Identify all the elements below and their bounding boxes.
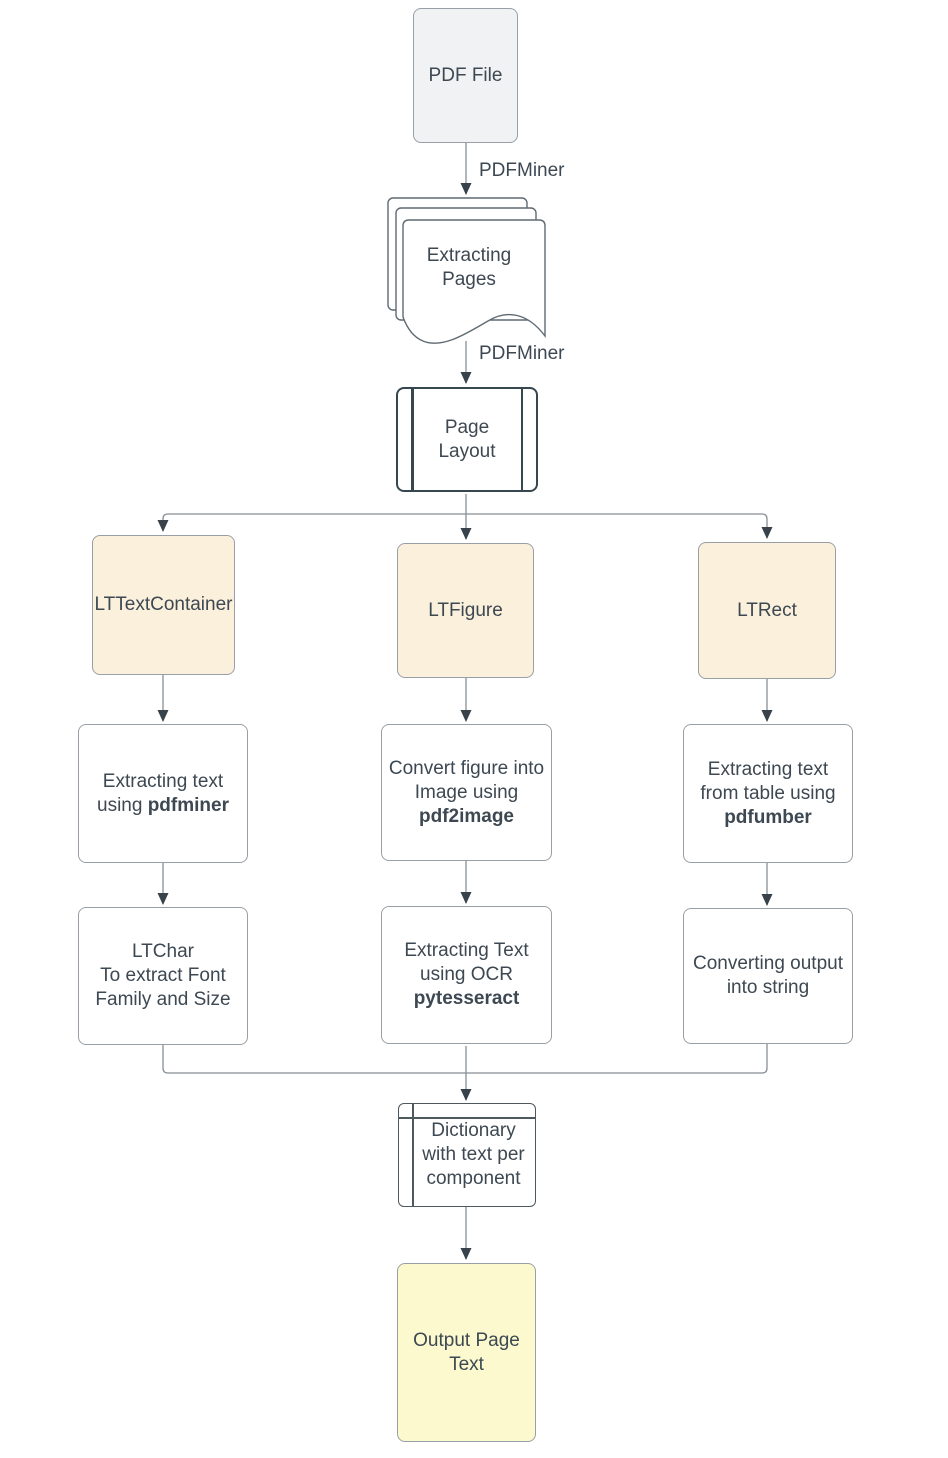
node-ltchar: LTChar To extract Font Family and Size bbox=[78, 907, 248, 1045]
node-extract-table: Extracting text from table using pdfumbe… bbox=[683, 724, 853, 863]
ltfigure-label: LTFigure bbox=[428, 599, 503, 621]
ltrect-label: LTRect bbox=[737, 599, 797, 621]
node-convert-output: Converting output into string bbox=[683, 908, 853, 1044]
lttextcontainer-label: LTTextContainer bbox=[94, 594, 233, 615]
extract-table-line3-bold: pdfumber bbox=[724, 806, 812, 828]
dictionary-left-line bbox=[412, 1104, 414, 1206]
node-ocr: Extracting Text using OCR pytesseract bbox=[381, 906, 552, 1044]
extract-table-line1: Extracting text bbox=[707, 758, 829, 780]
page-layout-line1: Page bbox=[444, 416, 490, 438]
node-output-page-text: Output Page Text bbox=[397, 1263, 536, 1442]
node-pdf-file: PDF File bbox=[413, 8, 518, 143]
page-sheet-front bbox=[402, 219, 546, 344]
output-line1: Output Page bbox=[413, 1329, 520, 1351]
convert-figure-line3-bold: pdf2image bbox=[418, 805, 515, 827]
page-layout-line2: Layout bbox=[438, 440, 496, 462]
extracting-pages-line1: Extracting bbox=[426, 245, 512, 266]
dictionary-line3: component bbox=[426, 1168, 521, 1189]
extract-text-line2: using pdfminer bbox=[97, 794, 229, 818]
node-dictionary: Dictionary with text per component bbox=[398, 1103, 536, 1207]
ltchar-line2: To extract Font bbox=[100, 965, 226, 986]
edge-merge-horizontal bbox=[162, 1044, 768, 1074]
convert-output-line2: into string bbox=[726, 977, 810, 998]
dictionary-line1: Dictionary bbox=[431, 1120, 516, 1141]
extract-table-line2: from table using bbox=[700, 782, 836, 804]
node-convert-figure: Convert figure into Image using pdf2imag… bbox=[381, 724, 552, 861]
extracting-pages-shape bbox=[387, 197, 546, 344]
convert-output-line1: Converting output bbox=[693, 953, 843, 974]
edge-label-pdfminer-bottom: PDFMiner bbox=[479, 343, 565, 364]
dictionary-top-line bbox=[399, 1117, 535, 1119]
node-lttextcontainer: LTTextContainer bbox=[92, 535, 235, 675]
node-extracting-pages-label: Extracting Pages bbox=[399, 244, 539, 292]
convert-figure-line2: Image using bbox=[414, 781, 519, 803]
ocr-line1: Extracting Text bbox=[404, 940, 529, 961]
page-layout-right-bar bbox=[520, 389, 523, 490]
extracting-pages-line2: Pages bbox=[442, 269, 496, 290]
ltchar-line1: LTChar bbox=[132, 941, 194, 962]
convert-figure-line1: Convert figure into bbox=[388, 757, 545, 779]
ocr-line3-bold: pytesseract bbox=[413, 988, 520, 1009]
ocr-line2: using OCR bbox=[420, 964, 513, 985]
edge-pagelayout-to-lttextcontainer bbox=[157, 513, 466, 532]
extract-text-line1: Extracting text bbox=[102, 770, 224, 792]
node-extract-text-pdfminer: Extracting text using pdfminer bbox=[78, 724, 248, 863]
node-ltrect: LTRect bbox=[698, 542, 836, 679]
node-pdf-file-label: PDF File bbox=[428, 64, 503, 86]
edge-pagelayout-to-ltrect bbox=[466, 513, 773, 539]
dictionary-line2: with text per bbox=[422, 1144, 525, 1165]
page-layout-left-bar bbox=[411, 389, 414, 490]
output-line2: Text bbox=[449, 1353, 484, 1375]
node-ltfigure: LTFigure bbox=[397, 543, 534, 678]
extract-text-line2-normal: using bbox=[97, 794, 148, 816]
ltchar-line3: Family and Size bbox=[95, 989, 231, 1010]
extract-text-line2-bold: pdfminer bbox=[147, 794, 229, 816]
node-page-layout: Page Layout bbox=[396, 387, 538, 492]
edge-label-pdfminer-top: PDFMiner bbox=[479, 160, 565, 181]
